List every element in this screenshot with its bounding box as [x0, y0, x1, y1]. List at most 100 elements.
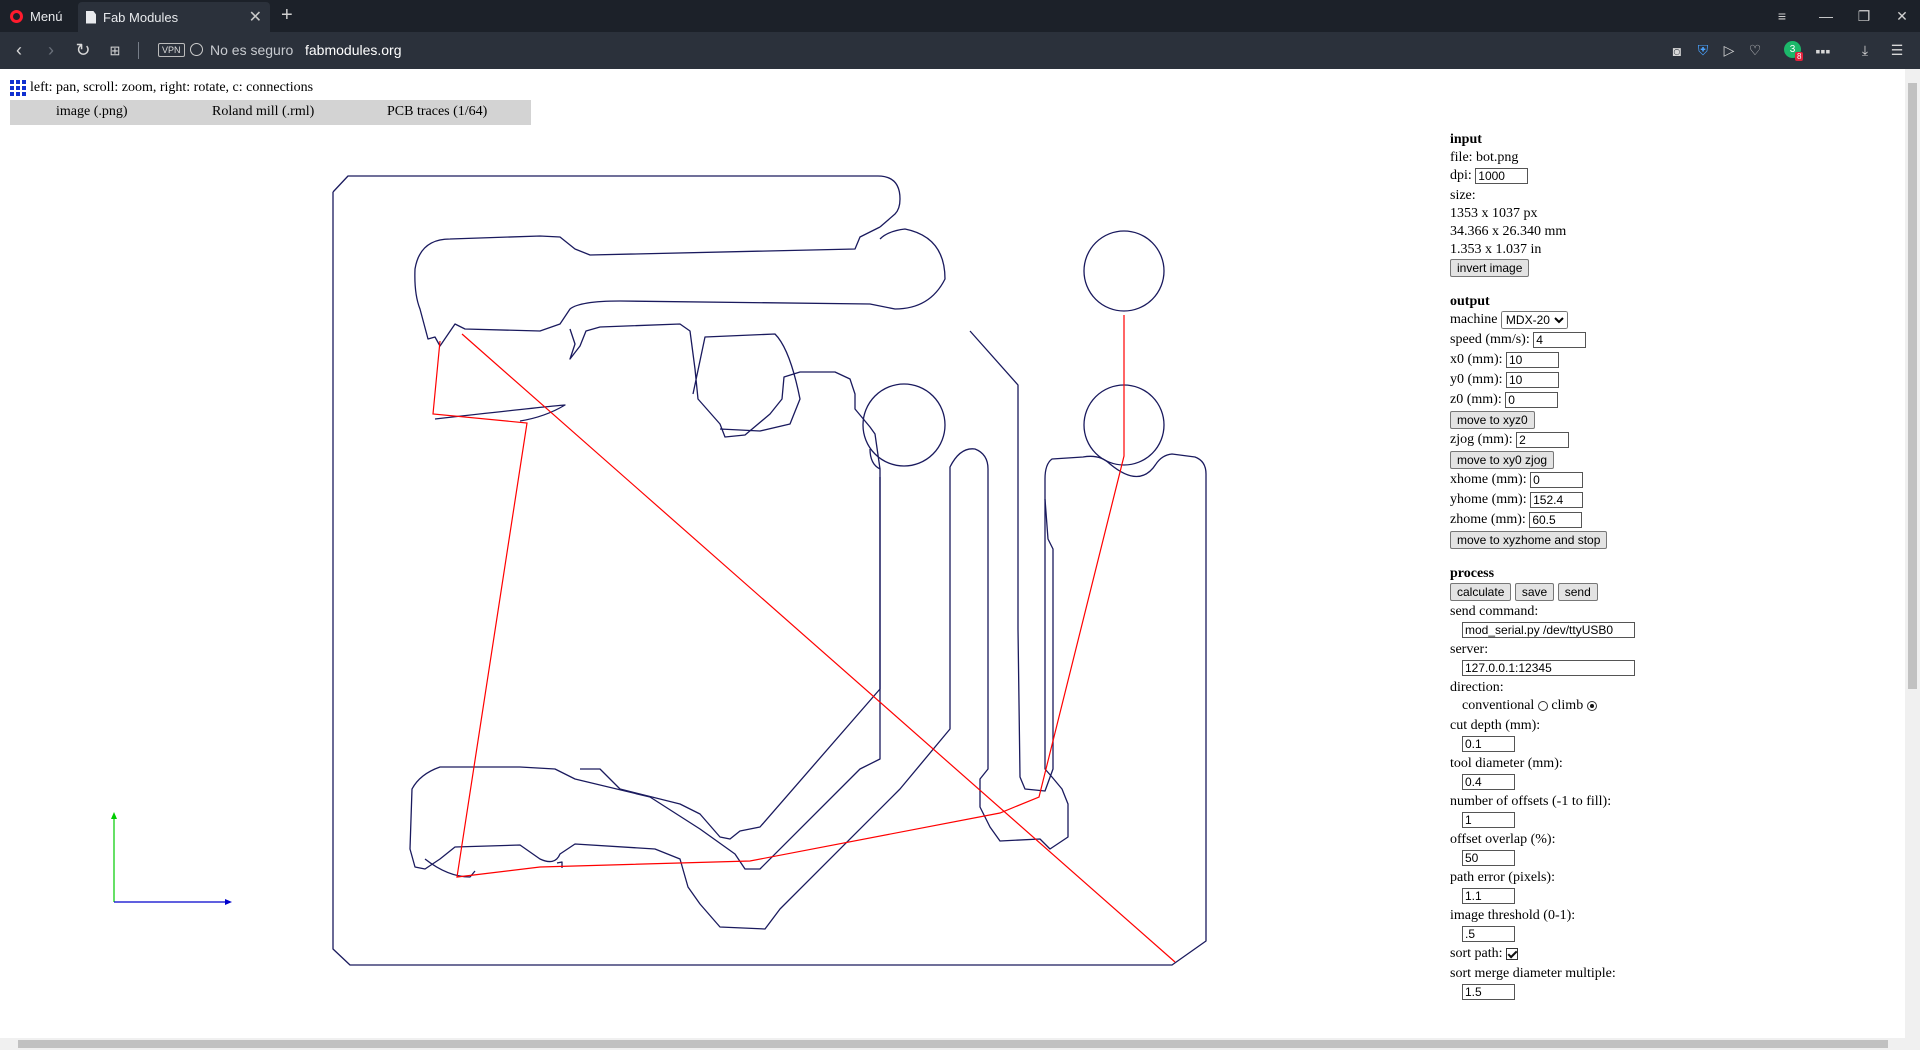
- sort-merge-input[interactable]: [1462, 983, 1515, 1000]
- page-viewport: left: pan, scroll: zoom, right: rotate, …: [0, 69, 1905, 1038]
- dpi-input[interactable]: [1475, 167, 1529, 184]
- board-outline: [332, 175, 1207, 966]
- jog-path: [432, 315, 1125, 878]
- menu-image-png[interactable]: image (.png): [56, 104, 128, 119]
- input-heading: input: [1450, 132, 1482, 147]
- move-xy0-zjog-button[interactable]: move to xy0 zjog: [1450, 451, 1555, 469]
- path-error-label: path error (pixels):: [1450, 870, 1555, 885]
- pad-trace: [409, 448, 1157, 930]
- menu-roland-mill[interactable]: Roland mill (.rml): [212, 104, 315, 119]
- forward-icon[interactable]: ›: [48, 40, 54, 60]
- inner-trace: [569, 323, 1054, 792]
- vpn-badge[interactable]: VPN: [158, 43, 185, 57]
- file-label: file: bot.png: [1450, 150, 1519, 165]
- zjog-input[interactable]: [1516, 431, 1570, 448]
- tab-fab-modules[interactable]: Fab Modules ✕: [78, 2, 270, 32]
- menu-pcb-traces[interactable]: PCB traces (1/64): [387, 104, 488, 119]
- climb-radio[interactable]: [1586, 700, 1597, 711]
- speed-dial-icon[interactable]: ⊞: [109, 42, 121, 58]
- close-tab-icon[interactable]: ✕: [248, 9, 262, 26]
- horizontal-scrollbar[interactable]: [0, 1038, 1905, 1050]
- threshold-label: image threshold (0-1):: [1450, 908, 1576, 923]
- tab-bar: Menú Fab Modules ✕ + ≡ — ❐ ✕: [0, 0, 1920, 32]
- zjog-label: zjog (mm):: [1450, 432, 1513, 447]
- easy-setup-icon[interactable]: ☰: [1890, 42, 1904, 58]
- toolpath-canvas[interactable]: [0, 69, 1440, 1038]
- tab-title: Fab Modules: [103, 9, 179, 25]
- new-tab-button[interactable]: +: [281, 4, 293, 26]
- opera-logo-icon: [10, 9, 23, 23]
- reload-icon[interactable]: ↻: [75, 40, 91, 60]
- offsets-label: number of offsets (-1 to fill):: [1450, 794, 1612, 809]
- y0-input[interactable]: [1506, 371, 1559, 388]
- z0-label: z0 (mm):: [1450, 392, 1502, 407]
- move-home-button[interactable]: move to xyzhome and stop: [1450, 531, 1608, 549]
- heart-icon[interactable]: ♡: [1748, 42, 1762, 58]
- yhome-input[interactable]: [1530, 491, 1584, 508]
- y-axis-arrow: [111, 812, 117, 819]
- send-command-label: send command:: [1450, 604, 1539, 619]
- sort-merge-label: sort merge diameter multiple:: [1450, 966, 1616, 981]
- zhome-input[interactable]: [1529, 511, 1583, 528]
- sort-path-checkbox[interactable]: [1506, 947, 1518, 960]
- globe-icon[interactable]: [190, 43, 203, 56]
- security-status[interactable]: No es seguro: [210, 42, 294, 58]
- vertical-scrollbar[interactable]: [1905, 69, 1920, 1050]
- threshold-input[interactable]: [1462, 925, 1515, 942]
- size-mm: 34.366 x 26.340 mm: [1450, 224, 1567, 239]
- send-button[interactable]: send: [1557, 583, 1598, 601]
- direction-label: direction:: [1450, 680, 1504, 695]
- cut-depth-input[interactable]: [1462, 735, 1515, 752]
- size-px: 1353 x 1037 px: [1450, 206, 1538, 221]
- save-button[interactable]: save: [1514, 583, 1555, 601]
- size-in: 1.353 x 1.037 in: [1450, 242, 1542, 257]
- climb-label: climb: [1551, 698, 1584, 713]
- offsets-input[interactable]: [1462, 811, 1515, 828]
- overlap-input[interactable]: [1462, 849, 1515, 866]
- pad-circle-mid: [862, 383, 946, 467]
- back-icon[interactable]: ‹: [16, 40, 22, 60]
- status-line: left: pan, scroll: zoom, right: rotate, …: [10, 80, 313, 96]
- zhome-label: zhome (mm):: [1450, 512, 1526, 527]
- camera-icon[interactable]: ◙: [1672, 42, 1682, 59]
- grid-icon: [10, 80, 26, 96]
- url-field[interactable]: fabmodules.org: [305, 42, 402, 58]
- tool-diameter-input[interactable]: [1462, 773, 1515, 790]
- close-window-icon[interactable]: ✕: [1896, 7, 1908, 24]
- yhome-label: yhome (mm):: [1450, 492, 1527, 507]
- x-axis-arrow: [225, 899, 232, 905]
- more-extensions-icon[interactable]: ▪▪▪: [1815, 42, 1831, 59]
- conventional-radio[interactable]: [1537, 700, 1548, 711]
- tool-diameter-label: tool diameter (mm):: [1450, 756, 1563, 771]
- dpi-label: dpi:: [1450, 168, 1472, 183]
- vertical-scroll-thumb[interactable]: [1908, 83, 1917, 689]
- y0-label: y0 (mm):: [1450, 372, 1503, 387]
- top-connector: [414, 226, 946, 347]
- path-error-input[interactable]: [1462, 887, 1515, 904]
- toolpath-lines: [332, 175, 1207, 966]
- machine-select[interactable]: MDX-20: [1500, 311, 1568, 329]
- restore-icon[interactable]: ❐: [1857, 7, 1871, 24]
- invert-image-button[interactable]: invert image: [1450, 259, 1530, 277]
- server-label: server:: [1450, 642, 1489, 657]
- move-xyz0-button[interactable]: move to xyz0: [1450, 411, 1535, 429]
- module-menu-bar: image (.png) Roland mill (.rml) PCB trac…: [10, 100, 531, 125]
- horizontal-scroll-thumb[interactable]: [18, 1040, 1888, 1048]
- send-command-input[interactable]: [1462, 621, 1635, 638]
- x0-label: x0 (mm):: [1450, 352, 1503, 367]
- server-input[interactable]: [1462, 659, 1635, 676]
- minimize-icon[interactable]: —: [1819, 8, 1833, 24]
- shield-icon[interactable]: ⛨: [1697, 42, 1709, 58]
- opera-menu-button[interactable]: Menú: [10, 0, 63, 32]
- arc-small-bottom: [424, 858, 476, 878]
- speed-label: speed (mm/s):: [1450, 332, 1530, 347]
- download-icon[interactable]: ⤓: [1861, 42, 1869, 58]
- calculate-button[interactable]: calculate: [1450, 583, 1512, 601]
- x0-input[interactable]: [1506, 351, 1559, 368]
- send-icon[interactable]: ▷: [1723, 42, 1735, 58]
- output-heading: output: [1450, 294, 1490, 309]
- xhome-input[interactable]: [1530, 471, 1584, 488]
- tab-menu-icon[interactable]: ≡: [1777, 8, 1787, 24]
- z0-input[interactable]: [1505, 391, 1559, 408]
- speed-input[interactable]: [1533, 331, 1587, 348]
